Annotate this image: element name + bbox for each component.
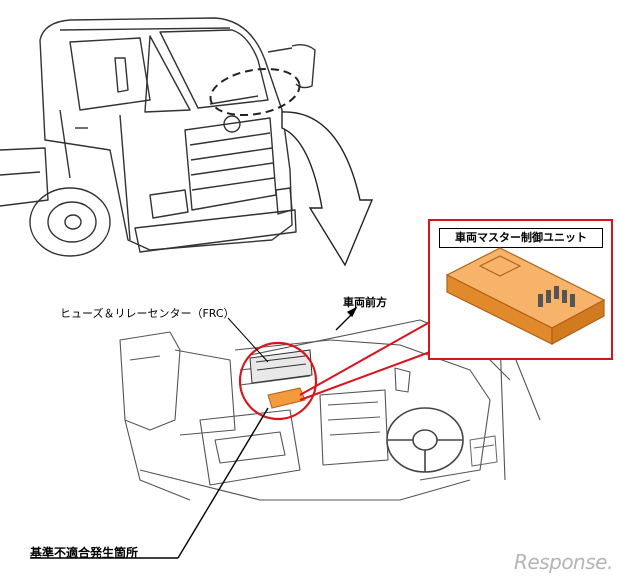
- callout-title: 車両マスター制御ユニット: [439, 228, 603, 248]
- response-watermark: Response.: [514, 550, 613, 574]
- zoom-arrow: [281, 111, 374, 267]
- vehicle-front-label: 車両前方: [343, 296, 387, 309]
- control-unit-interior: [267, 387, 306, 409]
- defect-leader-line: [30, 407, 269, 559]
- dashboard-switches: [469, 435, 498, 467]
- fuse-label-leader: [227, 317, 269, 363]
- fuse-relay-center-block: [249, 349, 313, 384]
- defect-highlight-circle: [238, 341, 318, 421]
- location-highlight-ellipse: [209, 67, 301, 117]
- steering-wheel: [386, 407, 464, 473]
- callout-connector-lines: [299, 321, 431, 401]
- fuse-relay-center-label: ヒューズ＆リレーセンター（FRC）: [60, 307, 235, 320]
- truck-illustration: [0, 17, 316, 257]
- master-control-unit-callout: 車両マスター制御ユニット: [428, 219, 613, 360]
- front-direction-arrow: [335, 306, 358, 331]
- defect-location-label: 基準不適合発生箇所: [30, 546, 139, 560]
